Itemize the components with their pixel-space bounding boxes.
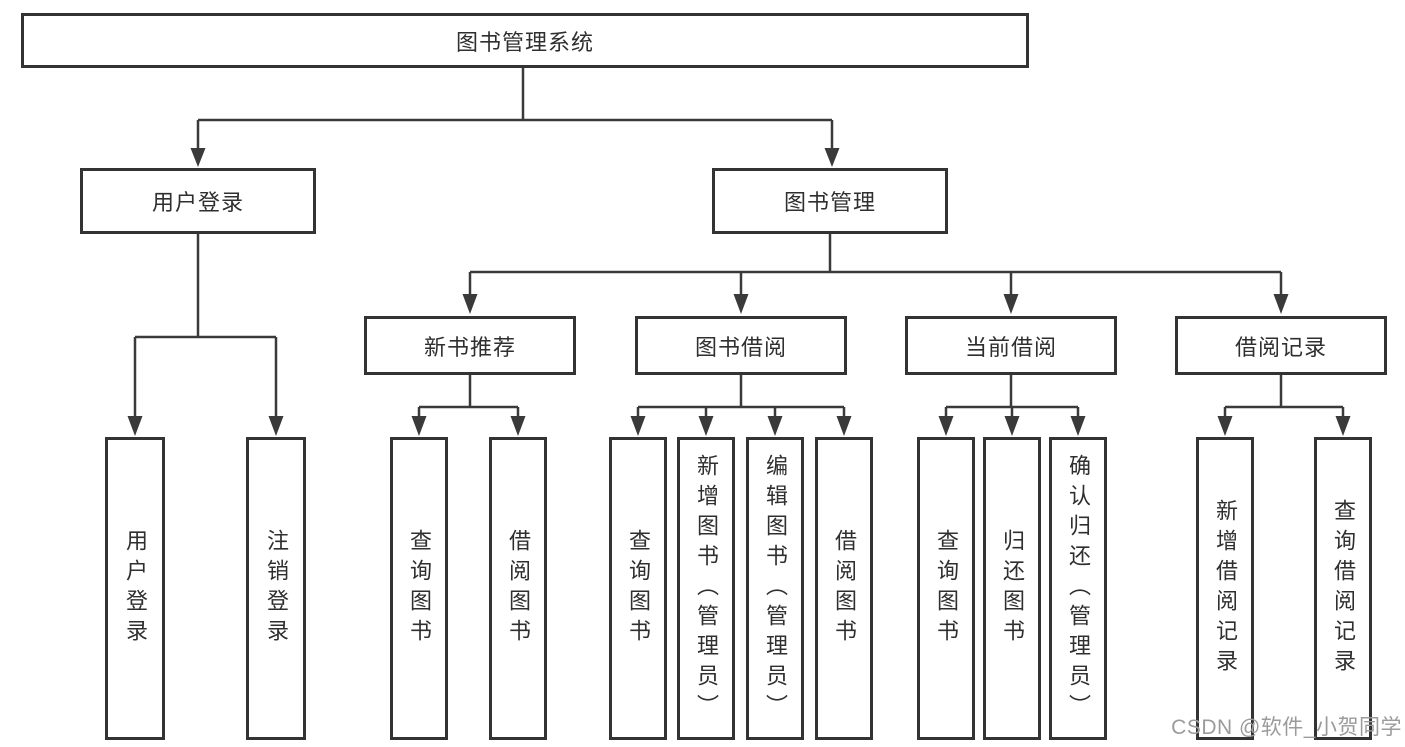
leaf-br-add-record: 新增借阅记录 (1196, 437, 1254, 740)
leaf-label: 新增借阅记录 (1213, 498, 1238, 679)
arrowhead-icon (824, 148, 840, 167)
arrowhead-icon (836, 416, 852, 436)
node-new-book-recommend: 新书推荐 (364, 316, 576, 375)
leaf-label: 确认归还（管理员） (1066, 453, 1091, 724)
arrowhead-icon (1273, 294, 1289, 314)
watermark-text: CSDN @软件_小贺同学 (1171, 716, 1402, 739)
connector-book-management-to-level3 (462, 234, 1289, 314)
arrowhead-icon (733, 294, 749, 314)
node-book-borrow: 图书借阅 (635, 316, 847, 375)
leaf-label: 编辑图书（管理员） (763, 453, 788, 724)
arrowhead-icon (938, 416, 954, 436)
connector-borrow-records-to-leaves (1217, 375, 1351, 436)
arrowhead-icon (510, 416, 526, 436)
arrowhead-icon (1217, 416, 1233, 436)
connector-root-to-level2 (190, 68, 840, 167)
arrowhead-icon (1070, 416, 1086, 436)
leaf-br-query-record: 查询借阅记录 (1314, 437, 1372, 740)
leaf-bb-edit-books-admin: 编辑图书（管理员） (746, 437, 804, 740)
leaf-cb-return-books: 归还图书 (983, 437, 1041, 740)
leaf-nbr-query-books: 查询图书 (390, 437, 448, 740)
leaf-label: 借阅图书 (506, 528, 531, 649)
connector-user-login-to-leaves (127, 234, 284, 436)
leaf-bb-query-books: 查询图书 (609, 437, 667, 740)
arrowhead-icon (462, 294, 478, 314)
leaf-label: 借阅图书 (832, 528, 857, 649)
leaf-label: 查询图书 (626, 528, 651, 649)
arrowhead-icon (268, 416, 284, 436)
node-user-login: 用户登录 (80, 168, 316, 234)
node-borrow-records: 借阅记录 (1175, 316, 1387, 375)
leaf-cb-query-books: 查询图书 (917, 437, 975, 740)
arrowhead-icon (190, 148, 206, 167)
leaf-bb-borrow-books: 借阅图书 (815, 437, 873, 740)
arrowhead-icon (411, 416, 427, 436)
leaf-nbr-borrow-books: 借阅图书 (489, 437, 547, 740)
leaf-bb-add-books-admin: 新增图书（管理员） (677, 437, 735, 740)
leaf-label: 查询借阅记录 (1331, 498, 1356, 679)
leaf-label: 查询图书 (407, 528, 432, 649)
node-book-management: 图书管理 (712, 168, 948, 234)
leaf-cb-confirm-return-admin: 确认归还（管理员） (1049, 437, 1107, 740)
leaf-label: 用户登录 (123, 528, 148, 649)
arrowhead-icon (1335, 416, 1351, 436)
leaf-label: 新增图书（管理员） (694, 453, 719, 724)
connector-current-borrow-to-leaves (938, 375, 1086, 436)
arrowhead-icon (698, 416, 714, 436)
arrowhead-icon (1004, 416, 1020, 436)
arrowhead-icon (630, 416, 646, 436)
leaf-label: 查询图书 (934, 528, 959, 649)
node-current-borrow: 当前借阅 (905, 316, 1117, 375)
arrowhead-icon (1003, 294, 1019, 314)
leaf-label: 注销登录 (264, 528, 289, 649)
leaf-user-login: 用户登录 (105, 437, 165, 740)
node-root: 图书管理系统 (21, 13, 1029, 68)
connector-book-borrow-to-leaves (630, 375, 852, 436)
leaf-label: 归还图书 (1000, 528, 1025, 649)
arrowhead-icon (767, 416, 783, 436)
connector-new-book-recommend-to-leaves (411, 375, 526, 436)
arrowhead-icon (127, 416, 143, 436)
leaf-logout: 注销登录 (246, 437, 306, 740)
